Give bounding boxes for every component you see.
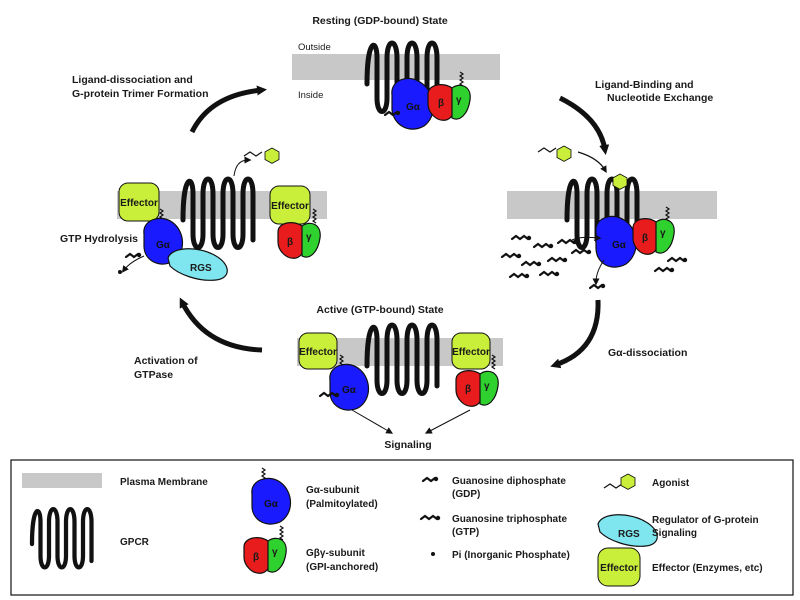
step-activation-2: GTPase: [134, 369, 173, 381]
legend-gpcr-label: GPCR: [120, 537, 150, 548]
resting-state-title: Resting (GDP-bound) State: [312, 15, 447, 27]
legend-membrane-swatch: [22, 473, 102, 488]
effector-left-2-label: Effector: [271, 201, 309, 212]
arrow-dissociation: [550, 299, 601, 369]
legend-agonist-label: Agonist: [652, 478, 690, 489]
legend-effector-icon: [597, 547, 641, 587]
legend-gdp-sub: (GDP): [452, 489, 480, 500]
legend-rgs-icon: [597, 514, 658, 547]
effector-left-1: [118, 182, 160, 222]
gtp-scatter: [546, 256, 569, 264]
step-reform-2: G-protein Trimer Formation: [72, 88, 209, 100]
legend-effector-icon-label: Effector: [600, 563, 638, 574]
gtp-scatter: [538, 270, 561, 278]
legend-pi-icon: [431, 552, 435, 556]
legend-agonist-icon: [620, 473, 636, 490]
effector-bottom-left-label: Effector: [299, 347, 337, 358]
gtp-scatter: [666, 256, 689, 264]
step-activation-1: Activation of: [134, 355, 198, 367]
legend-effector-label: Effector (Enzymes, etc): [652, 563, 763, 574]
legend-rgs-sub: Signaling: [652, 528, 697, 539]
legend-gtp-label: Guanosine triphosphate: [452, 514, 567, 525]
gtp-bound: [318, 391, 341, 399]
gtp-scatter: [532, 242, 555, 250]
galpha-right-label: Gα: [612, 240, 627, 251]
effector-left-1-label: Effector: [120, 198, 158, 209]
legend-gbg-label: Gβγ-subunit: [306, 548, 366, 559]
legend-pi-label: Pi (Inorganic Phosphate): [452, 550, 570, 561]
legend-box: [10, 459, 794, 596]
arrow-binding: [558, 95, 610, 155]
galpha-top-label: Gα: [406, 102, 421, 113]
legend-galpha-sub: (Palmitoylated): [306, 499, 378, 510]
step-hydrolysis: GTP Hydrolysis: [60, 233, 138, 245]
pi-dot: [118, 270, 122, 274]
outside-label: Outside: [298, 42, 331, 53]
gbeta-left-label: β: [287, 237, 293, 248]
agonist-free: [556, 145, 572, 162]
active-state-title: Active (GTP-bound) State: [316, 304, 443, 316]
inside-label: Inside: [298, 90, 323, 101]
legend-ggamma-icon: [267, 537, 287, 573]
legend-gtp-sub: (GTP): [452, 527, 479, 538]
agonist-bound: [612, 173, 628, 190]
ggamma-top: [451, 84, 471, 120]
ggamma-right: [655, 218, 675, 254]
rgs-left-label: RGS: [190, 263, 212, 274]
gbeta-top-label: β: [438, 98, 444, 109]
gtp-scatter: [653, 266, 676, 274]
galpha-bottom-label: Gα: [342, 385, 357, 396]
ggamma-bottom: [479, 370, 499, 406]
effector-bottom-right: [451, 332, 491, 370]
gtp-scatter: [570, 248, 593, 256]
gdp-left: [124, 251, 143, 259]
signaling-label: Signaling: [384, 439, 431, 451]
gtp-scatter: [556, 238, 579, 246]
ggamma-top-label: γ: [456, 95, 462, 106]
step-dissociation: Gα-dissociation: [608, 347, 687, 359]
legend-rgs-label: Regulator of G-protein: [652, 515, 759, 526]
legend-galpha-label: Gα-subunit: [306, 485, 360, 496]
gtp-scatter: [520, 260, 543, 268]
galpha-bottom: [329, 363, 370, 411]
rgs-left: [167, 248, 228, 281]
ggamma-bottom-label: γ: [484, 381, 490, 392]
legend-galpha-icon-label: Gα: [264, 499, 279, 510]
gtp-scatter: [510, 234, 533, 242]
arrow-reform: [189, 85, 267, 134]
ggamma-left-label: γ: [306, 232, 312, 243]
legend-gbeta-icon-label: β: [253, 552, 259, 563]
agonist-leaving: [264, 147, 280, 164]
membrane-right: [507, 191, 717, 219]
legend-gbg-sub: (GPI-anchored): [306, 562, 378, 573]
legend-gdp-label: Guanosine diphosphate: [452, 476, 566, 487]
gbeta-right-label: β: [642, 233, 648, 244]
effector-bottom-right-label: Effector: [452, 347, 490, 358]
galpha-left-label: Gα: [156, 240, 171, 251]
step-binding-2: Nucleotide Exchange: [607, 92, 713, 104]
step-reform-1: Ligand-dissociation and: [72, 74, 193, 86]
gtp-scatter: [500, 252, 523, 260]
arrow-activation: [179, 297, 263, 353]
legend-galpha-icon: [251, 477, 292, 525]
legend-rgs-icon-label: RGS: [618, 529, 640, 540]
effector-bottom-left: [298, 332, 338, 370]
gbeta-bottom-label: β: [465, 384, 471, 395]
ggamma-left: [301, 222, 321, 258]
legend-ggamma-icon-label: γ: [272, 547, 278, 558]
legend-membrane-label: Plasma Membrane: [120, 477, 208, 488]
step-binding-1: Ligand-Binding and: [595, 79, 694, 91]
ggamma-right-label: γ: [660, 228, 666, 239]
gtp-scatter: [508, 272, 531, 280]
gdp-released: [588, 282, 607, 290]
